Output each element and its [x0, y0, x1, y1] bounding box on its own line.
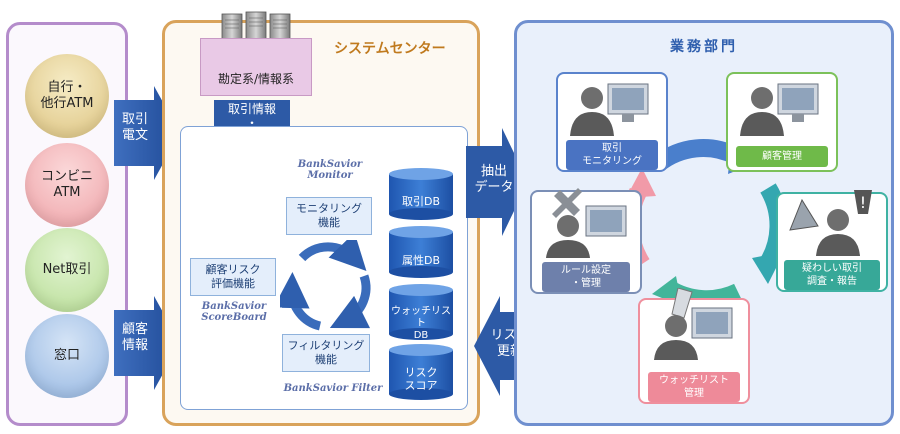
arrow-extract — [466, 128, 528, 236]
db-cylinders — [389, 168, 453, 400]
filter-logo: BankSavior Filter — [283, 383, 383, 394]
channel-net: Net取引 — [25, 228, 109, 312]
monitoring-person-icon — [570, 83, 649, 136]
role-watchlist-label: ウォッチリスト 管理 — [648, 372, 740, 402]
role-rule-label: ルール設定 ・管理 — [542, 262, 630, 292]
db-risk-score: リスク スコア — [404, 366, 438, 393]
arrow-extract-label: 抽出 データ — [474, 164, 514, 196]
channel-convenience-atm: コンビニ ATM — [25, 143, 109, 227]
watchlist-person-icon — [654, 288, 733, 360]
role-suspicious-label: 疑わしい取引 調査・報告 — [784, 260, 880, 290]
arrow-transaction-label: 取引 電文 — [121, 112, 148, 144]
host-system-box: 勘定系/情報系 — [200, 38, 312, 96]
monitoring-function-box: モニタリング 機能 — [286, 197, 372, 235]
suspicious-person-icon: ! — [789, 190, 872, 256]
inner-cycle-arrows — [280, 240, 371, 331]
business-title: 業務部門 — [670, 39, 738, 55]
channel-counter: 窓口 — [25, 314, 109, 398]
db-transaction: 取引DB — [401, 195, 441, 208]
filtering-function-box: フィルタリング 機能 — [282, 334, 370, 372]
rule-person-icon — [546, 188, 627, 258]
role-customer-label: 顧客管理 — [736, 146, 828, 167]
svg-text:!: ! — [860, 193, 866, 212]
monitor-logo: BankSavior Monitor — [297, 159, 363, 181]
customer-person-icon — [740, 83, 819, 136]
role-monitoring-label: 取引 モニタリング — [566, 140, 658, 170]
risk-function-box: 顧客リスク 評価機能 — [190, 258, 276, 296]
db-watchlist: ウォッチリスト DB — [391, 306, 451, 341]
scoreboard-logo: BankSavior ScoreBoard — [201, 301, 267, 323]
system-center-title: システムセンター — [334, 41, 446, 57]
arrow-customer-label: 顧客 情報 — [121, 322, 148, 354]
channel-atm: 自行・ 他行ATM — [25, 54, 109, 138]
db-attribute: 属性DB — [401, 254, 441, 267]
